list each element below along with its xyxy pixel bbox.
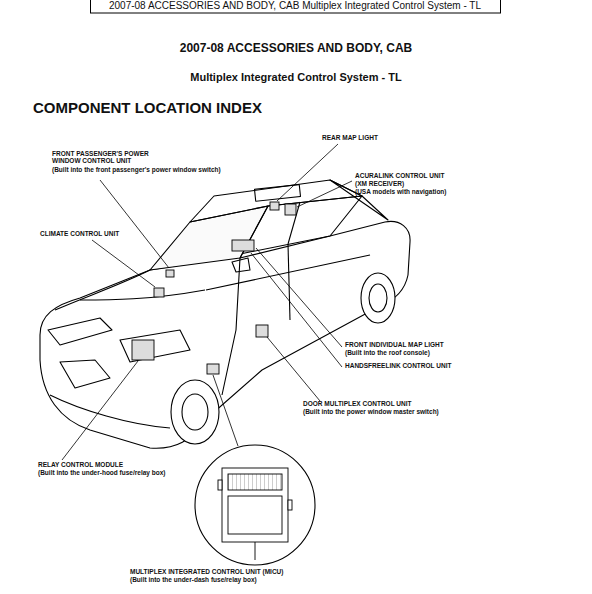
component-name: FRONT INDIVIDUAL MAP LIGHT bbox=[345, 341, 444, 348]
component-name: DOOR MULTIPLEX CONTROL UNIT bbox=[303, 400, 411, 407]
component-name: ACURALINK CONTROL UNIT bbox=[355, 172, 444, 179]
component-note: (Built into the under-dash fuse/relay bo… bbox=[130, 576, 257, 583]
component-name: (XM RECEIVER) bbox=[355, 180, 404, 187]
component-note: (Built into the roof console) bbox=[345, 349, 430, 356]
subtitle: Multiplex Integrated Control System - TL bbox=[0, 71, 592, 84]
component-name: RELAY CONTROL MODULE bbox=[38, 461, 123, 468]
component-note: (USA models with navigation) bbox=[355, 188, 447, 195]
component-name: MULTIPLEX INTEGRATED CONTROL UNIT (MICU) bbox=[130, 568, 283, 575]
component-note: (Built into the front passenger's power … bbox=[52, 166, 221, 173]
component-name: HANDSFREELINK CONTROL UNIT bbox=[345, 362, 451, 369]
component-name: FRONT PASSENGER'S POWER WINDOW CONTROL U… bbox=[52, 150, 170, 165]
section-heading: COMPONENT LOCATION INDEX bbox=[33, 99, 262, 116]
page-title: 2007-08 ACCESSORIES AND BODY, CAB bbox=[0, 42, 592, 56]
component-name: REAR MAP LIGHT bbox=[322, 134, 378, 141]
component-name: CLIMATE CONTROL UNIT bbox=[40, 230, 119, 237]
header-text: 2007-08 ACCESSORIES AND BODY, CAB Multip… bbox=[90, 0, 500, 12]
component-note: (Built into the under-hood fuse/relay bo… bbox=[38, 469, 165, 476]
component-note: (Built into the power window master swit… bbox=[303, 408, 439, 415]
